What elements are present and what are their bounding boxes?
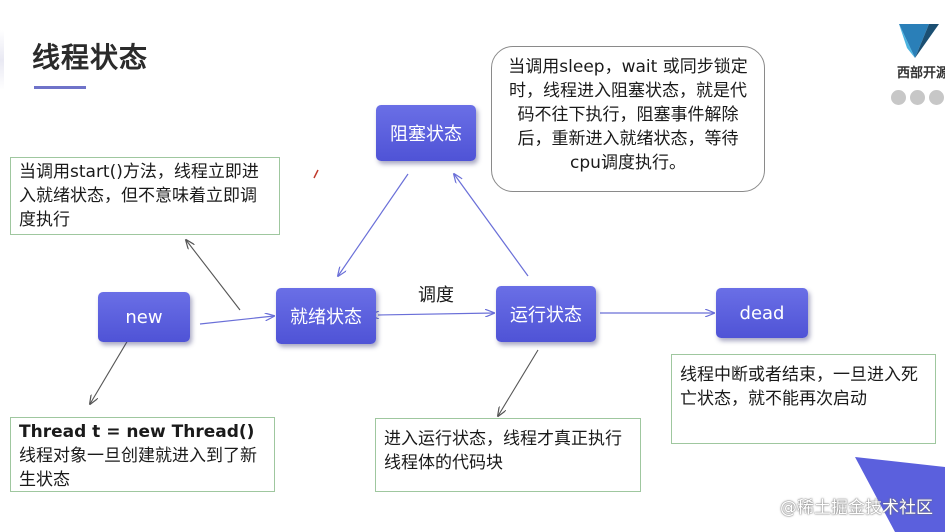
title-underline [34, 86, 86, 89]
blocked-callout: 当调用sleep，wait 或同步锁定时，线程进入阻塞状态，就是代码不往下执行，… [491, 46, 765, 192]
note-start-text: 当调用start()方法，线程立即进入就绪状态，但不意味着立即调度执行 [19, 162, 259, 230]
cursor-mark [313, 169, 319, 179]
note-start: 当调用start()方法，线程立即进入就绪状态，但不意味着立即调度执行 [10, 157, 280, 235]
arrow-runnable-running [378, 313, 494, 315]
blocked-callout-text: 当调用sleep，wait 或同步锁定时，线程进入阻塞状态，就是代码不往下执行，… [508, 57, 748, 173]
pointer-to-running-note [498, 349, 539, 416]
brand-logo-icon [899, 24, 939, 58]
pointer-to-start-note [186, 240, 241, 311]
state-blocked: 阻塞状态 [376, 105, 476, 161]
brand-name: 西部开源 [897, 66, 945, 81]
note-new: Thread t = new Thread() 线程对象一旦创建就进入到了新生状… [10, 417, 275, 492]
note-new-text: 线程对象一旦创建就进入到了新生状态 [19, 446, 257, 490]
note-running: 进入运行状态，线程才真正执行线程体的代码块 [375, 418, 641, 492]
note-new-code: Thread t = new Thread() [19, 422, 255, 442]
state-runnable: 就绪状态 [276, 288, 376, 344]
note-running-text: 进入运行状态，线程才真正执行线程体的代码块 [384, 429, 622, 473]
note-dead: 线程中断或者结束，一旦进入死亡状态，就不能再次启动 [671, 354, 936, 444]
arrow-running-to-blocked [454, 174, 529, 277]
brand-dots [889, 90, 945, 106]
pointer-to-new-note [90, 339, 129, 404]
arrow-new-to-runnable [199, 316, 274, 325]
state-new: new [98, 292, 190, 342]
state-running: 运行状态 [496, 286, 596, 342]
arrow-blocked-to-runnable [338, 173, 409, 276]
watermark: @稀土掘金技术社区 [780, 498, 933, 518]
corner-decoration [855, 457, 945, 532]
edge-label-schedule: 调度 [418, 285, 454, 306]
left-accent-bar [0, 30, 4, 90]
page-title: 线程状态 [32, 41, 149, 74]
state-dead: dead [716, 288, 808, 338]
note-dead-text: 线程中断或者结束，一旦进入死亡状态，就不能再次启动 [680, 365, 918, 409]
